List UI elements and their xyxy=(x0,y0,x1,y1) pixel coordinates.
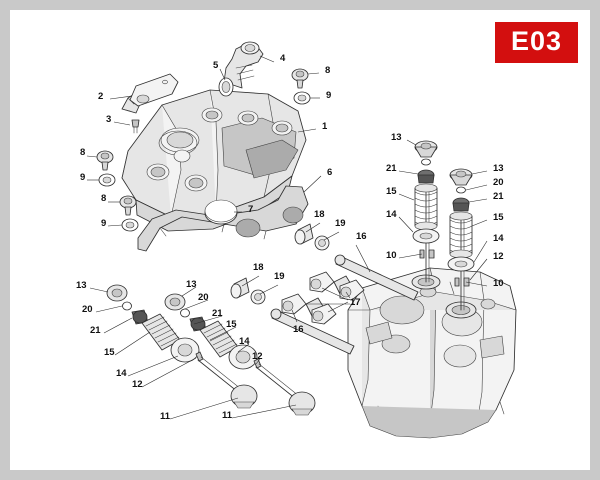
breather-elbow-drawing xyxy=(218,41,264,97)
cover-bolt-group-low xyxy=(119,195,139,232)
valve-spring xyxy=(414,183,438,231)
valve-spring xyxy=(449,211,473,259)
diagram-code-badge: E03 xyxy=(494,22,578,63)
valve-assembly-left-d xyxy=(164,293,316,416)
callout-3: 3 xyxy=(106,114,111,125)
callout-1: 1 xyxy=(322,121,328,132)
parts-diagram xyxy=(86,41,517,439)
callout-12-rb: 12 xyxy=(493,251,504,262)
callout-13-lc: 13 xyxy=(76,280,87,291)
callout-labels: 1 2 3 4 5 6 7 8 9 8 9 8 9 13 21 15 14 10… xyxy=(76,53,504,422)
valve-collet xyxy=(253,358,262,369)
spring-shim xyxy=(421,158,431,166)
callout-4: 4 xyxy=(280,53,286,64)
callout-16-lo: 16 xyxy=(293,324,304,335)
callout-9-mid: 9 xyxy=(80,172,85,183)
valve-collet xyxy=(454,277,460,287)
callout-7: 7 xyxy=(248,204,253,215)
callout-21-lc: 21 xyxy=(90,325,101,336)
callout-13-ld: 13 xyxy=(186,279,197,290)
callout-13-rb: 13 xyxy=(493,163,504,174)
callout-8-mid: 8 xyxy=(80,147,85,158)
callout-8-top: 8 xyxy=(325,65,330,76)
callout-19-up: 19 xyxy=(335,218,346,229)
leader-lines xyxy=(86,55,488,420)
valve-collet xyxy=(195,351,204,362)
rocker-shaft-lower xyxy=(230,277,355,355)
callout-9-top: 9 xyxy=(326,90,331,101)
callout-6: 6 xyxy=(327,167,332,178)
callout-2: 2 xyxy=(98,91,103,102)
callout-5: 5 xyxy=(213,60,219,71)
callout-20-lc: 20 xyxy=(82,304,93,315)
callout-16-up: 16 xyxy=(356,231,367,242)
callout-13-ra: 13 xyxy=(391,132,402,143)
callout-11-lc: 11 xyxy=(160,411,171,422)
callout-11-ld: 11 xyxy=(222,410,233,421)
callout-21-rb: 21 xyxy=(493,191,504,202)
cover-bolt-group-mid xyxy=(96,150,116,187)
spring-shim xyxy=(456,186,466,194)
rocker-shaft-upper xyxy=(294,223,419,301)
callout-12-ld: 12 xyxy=(252,351,263,362)
callout-18-up: 18 xyxy=(314,209,325,220)
callout-15-lc: 15 xyxy=(104,347,115,358)
rocker-arm-group xyxy=(281,271,365,325)
callout-12-lc: 12 xyxy=(132,379,143,390)
valve-assembly-left-c xyxy=(106,284,258,409)
callout-20-rb: 20 xyxy=(493,177,504,188)
callout-14-ld: 14 xyxy=(239,336,250,347)
spring-shim xyxy=(122,301,132,311)
callout-21-ra: 21 xyxy=(386,163,397,174)
spark-plug-seal-drawing xyxy=(204,199,238,225)
callout-15-rb: 15 xyxy=(493,212,504,223)
callout-20-ld: 20 xyxy=(198,292,209,303)
callout-14-rb: 14 xyxy=(493,233,504,244)
callout-15-ra: 15 xyxy=(386,186,397,197)
cover-bracket-drawing xyxy=(121,73,179,134)
callout-14-lc: 14 xyxy=(116,368,127,379)
callout-18-lo: 18 xyxy=(253,262,264,273)
callout-15-ld: 15 xyxy=(226,319,237,330)
cylinder-head-cover-drawing xyxy=(121,89,307,232)
callout-14-ra: 14 xyxy=(386,209,397,220)
cover-bolt-group-top xyxy=(291,68,311,105)
valve-assembly-right-a xyxy=(412,140,440,283)
callout-10-ra: 10 xyxy=(386,250,397,261)
valve-spring xyxy=(141,313,181,351)
callout-17: 17 xyxy=(350,297,361,308)
diagram-sheet: 1 2 3 4 5 6 7 8 9 8 9 8 9 13 21 15 14 10… xyxy=(10,10,590,470)
callout-10-rb: 10 xyxy=(493,278,504,289)
callout-21-ld: 21 xyxy=(212,308,223,319)
callout-8-low: 8 xyxy=(101,193,106,204)
callout-9-low: 9 xyxy=(101,218,106,229)
callout-19-lo: 19 xyxy=(274,271,285,282)
